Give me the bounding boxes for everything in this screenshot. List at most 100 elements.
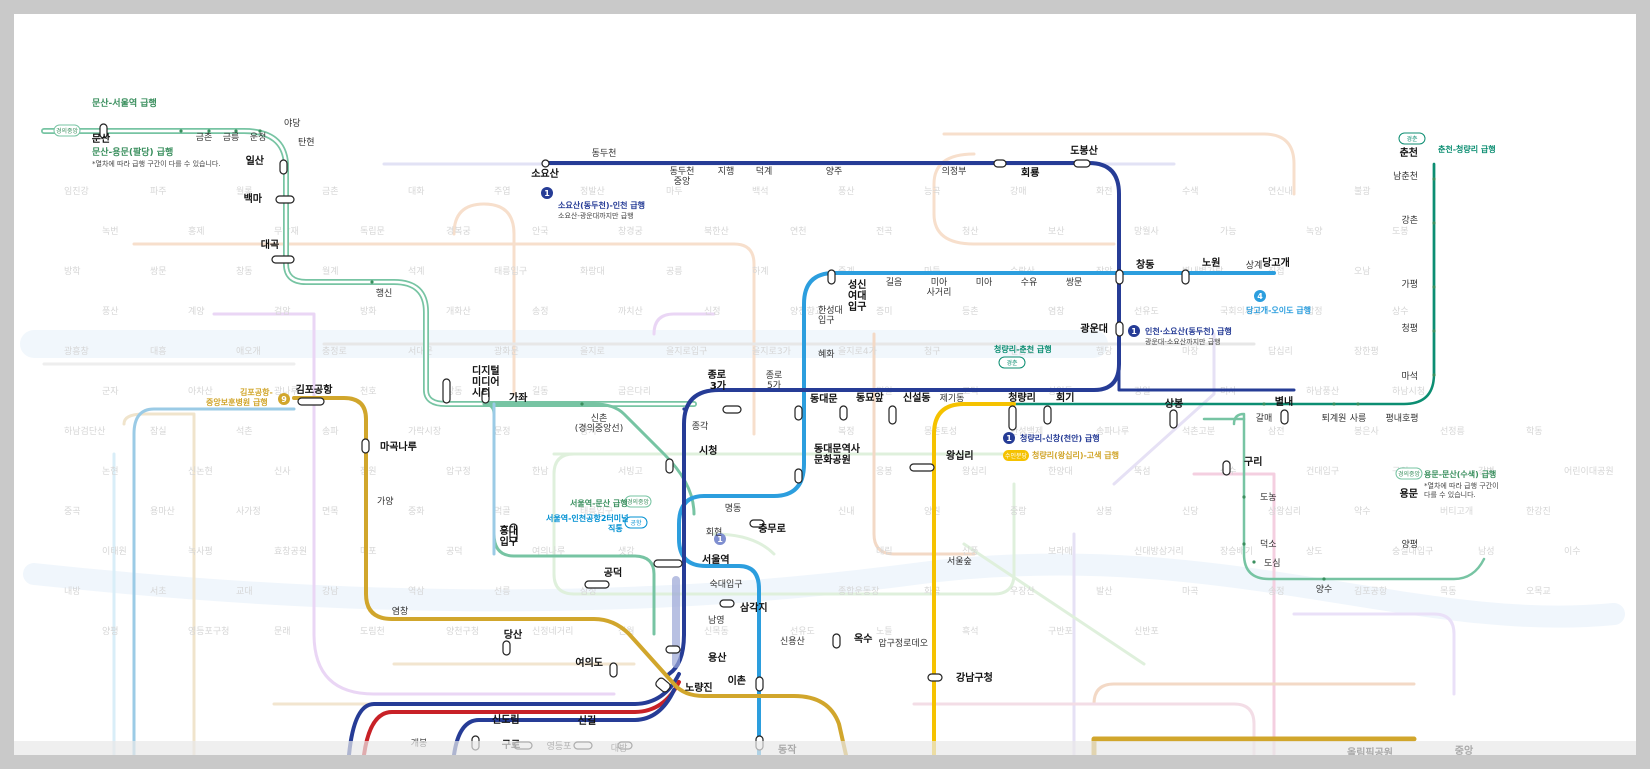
- station-cheongnyangni[interactable]: 청량리: [1008, 391, 1036, 404]
- station-dongmyo[interactable]: 동묘앞: [856, 392, 884, 404]
- station-dobongsan[interactable]: 도봉산: [1070, 144, 1098, 157]
- station-jonggak[interactable]: 종각: [692, 420, 709, 432]
- station-seoul[interactable]: 서울역: [702, 553, 730, 566]
- station-sinyongsan[interactable]: 신용산: [780, 636, 805, 647]
- station-magongnaru[interactable]: 마곡나루: [380, 440, 417, 453]
- station-gangnamgucheong[interactable]: 강남구청: [956, 671, 993, 684]
- station-sangbong[interactable]: 상봉: [1165, 397, 1183, 410]
- station-sinchon-gj[interactable]: 신촌(경의중앙선): [575, 413, 623, 434]
- faint-station-label: 답십리: [1268, 345, 1293, 357]
- station-hoegi[interactable]: 회기: [1056, 391, 1074, 404]
- station-suyu[interactable]: 수유: [1021, 277, 1038, 288]
- station-hoeryong[interactable]: 회룡: [1021, 166, 1039, 179]
- station-noryangjin[interactable]: 노량진: [685, 681, 713, 694]
- faint-station-label: 버티고개: [1440, 506, 1473, 517]
- station-seoulsup[interactable]: 서울숲: [947, 556, 972, 567]
- station-sookmyung[interactable]: 숙대입구: [709, 578, 742, 590]
- station-gongdeok[interactable]: 공덕: [604, 566, 622, 579]
- station-oksu[interactable]: 옥수: [854, 633, 872, 645]
- station-dosim[interactable]: 도심: [1264, 558, 1281, 569]
- station-jihaeng[interactable]: 지행: [718, 165, 735, 177]
- station-gayang[interactable]: 가양: [377, 496, 394, 507]
- station-chungmuro[interactable]: 충무로: [758, 522, 786, 535]
- station-ichon[interactable]: 이촌: [728, 674, 746, 687]
- station-uijeongbu[interactable]: 의정부: [942, 166, 967, 177]
- station-samgakji[interactable]: 삼각지: [740, 601, 768, 614]
- station-tanhyeon[interactable]: 탄현: [298, 137, 315, 148]
- station-daegok[interactable]: 대곡: [261, 238, 279, 251]
- station-yangpyeong[interactable]: 양평: [1401, 539, 1418, 550]
- station-ilsan[interactable]: 일산: [246, 154, 265, 167]
- station-gangchon[interactable]: 강촌: [1401, 215, 1418, 226]
- station-yadang[interactable]: 야당: [284, 118, 301, 129]
- station-toegyewon[interactable]: 퇴계원: [1322, 412, 1347, 424]
- station-ssangmun[interactable]: 쌍문: [1066, 277, 1083, 288]
- station-pyeongnae[interactable]: 평내호평: [1385, 413, 1418, 424]
- station-deokgye[interactable]: 덕계: [756, 165, 773, 177]
- station-dongdaemun[interactable]: 동대문: [810, 392, 838, 405]
- station-haengsin[interactable]: 행신: [376, 287, 393, 299]
- station-namyeong[interactable]: 남영: [708, 615, 725, 626]
- station-soyosan[interactable]: 소요산: [531, 167, 559, 180]
- station-yongsan[interactable]: 용산: [708, 651, 727, 664]
- station-baengma[interactable]: 백마: [244, 192, 263, 205]
- station-sinseoldong[interactable]: 신설동: [903, 391, 931, 404]
- station-danggogae[interactable]: 당고개: [1262, 256, 1290, 269]
- station-sareung[interactable]: 사릉: [1350, 413, 1367, 424]
- station-myeongdong[interactable]: 명동: [725, 503, 742, 514]
- svg-text:1: 1: [717, 535, 723, 544]
- station-yeomchang[interactable]: 염창: [392, 606, 409, 617]
- station-yongmun[interactable]: 용문: [1400, 488, 1418, 500]
- faint-station-label: 구반포: [1048, 626, 1073, 637]
- station-unjeong[interactable]: 운정: [250, 132, 267, 143]
- station-dongducheon[interactable]: 동두천: [592, 148, 617, 159]
- station-cityhall[interactable]: 시청: [699, 444, 717, 457]
- station-mia[interactable]: 미아: [976, 277, 993, 288]
- station-galmae[interactable]: 갈매: [1256, 413, 1273, 424]
- station-changdong[interactable]: 창동: [1136, 258, 1154, 271]
- station-jegidong[interactable]: 제기동: [940, 393, 965, 404]
- station-hyehwa[interactable]: 혜화: [818, 348, 835, 360]
- faint-station-label: 천호: [360, 386, 377, 397]
- station-donong[interactable]: 도농: [1260, 492, 1277, 503]
- station-guri[interactable]: 구리: [1244, 455, 1262, 468]
- station-yangju[interactable]: 양주: [826, 166, 843, 177]
- station-gajwa[interactable]: 가좌: [509, 391, 528, 404]
- station-wangsimni[interactable]: 왕십리: [946, 449, 974, 462]
- station-gireum[interactable]: 길음: [886, 277, 903, 288]
- station-hoehyeon[interactable]: 회현: [706, 527, 723, 538]
- station-nowon[interactable]: 노원: [1202, 256, 1220, 269]
- station-apgujeong-rodeo[interactable]: 압구정로데오: [878, 637, 928, 649]
- station-yeouido[interactable]: 여의도: [575, 656, 603, 669]
- station-chuncheon[interactable]: 춘천: [1400, 146, 1418, 159]
- station-byeollae[interactable]: 별내: [1275, 395, 1293, 408]
- faint-station-label: 광화문: [494, 345, 519, 357]
- station-gapyeong[interactable]: 가평: [1401, 279, 1418, 290]
- station-singil[interactable]: 신길: [578, 714, 596, 727]
- station-geumchon[interactable]: 금촌: [196, 132, 213, 143]
- station-geumreung[interactable]: 금릉: [223, 132, 240, 143]
- station-munsan[interactable]: 문산: [92, 132, 111, 145]
- station-cheongpyeong[interactable]: 청평: [1401, 323, 1418, 334]
- station-yangsu[interactable]: 양수: [1316, 584, 1333, 595]
- station-deokso[interactable]: 덕소: [1260, 539, 1277, 550]
- station-namchuncheon[interactable]: 남춘천: [1393, 171, 1418, 182]
- station-dangsan[interactable]: 당산: [504, 628, 523, 641]
- station-sindorim[interactable]: 신도림: [492, 713, 520, 726]
- station-maseok[interactable]: 마석: [1401, 371, 1418, 382]
- faint-station-label: 중화: [408, 506, 425, 517]
- station-sanggye[interactable]: 상계: [1246, 259, 1263, 271]
- station-gwangundae[interactable]: 광운대: [1080, 322, 1108, 335]
- station-gimpo-airport[interactable]: 김포공항: [296, 383, 334, 396]
